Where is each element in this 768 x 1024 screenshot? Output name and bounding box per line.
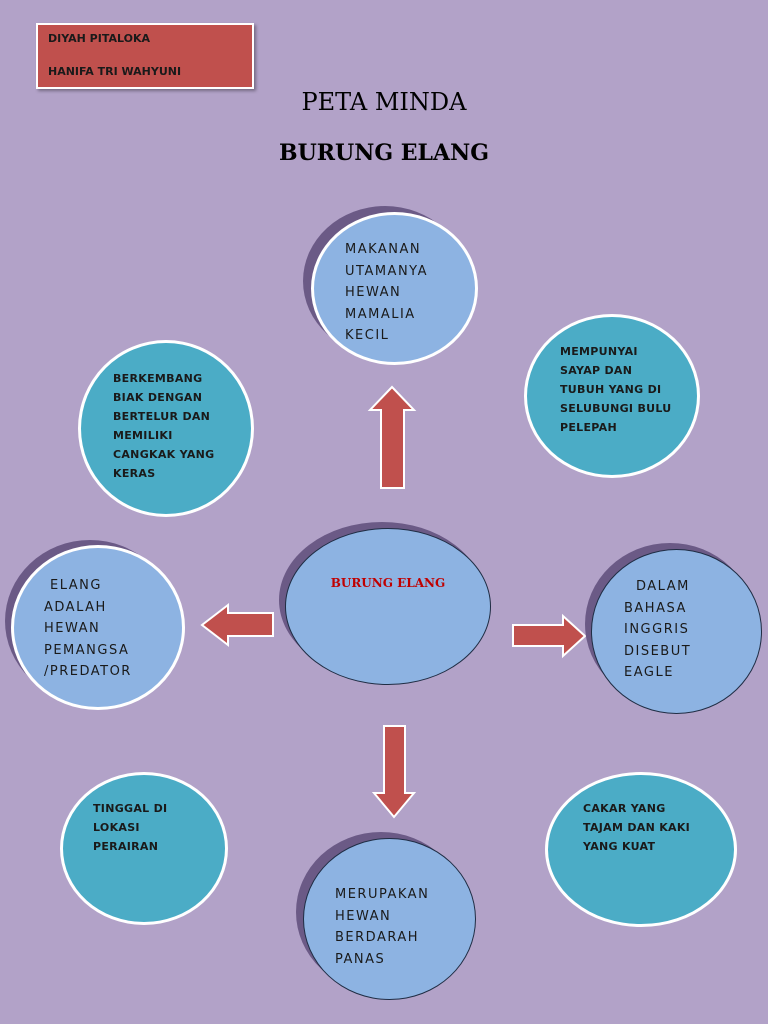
page-title: PETA MINDA [301,88,467,116]
arrow-up [367,385,417,489]
topic-title: BURUNG ELANG [278,140,489,166]
author-name-1: DIYAH PITALOKA [48,32,151,45]
node-upper-right [524,314,700,478]
node-lower-left [60,772,228,925]
arrow-right [512,613,587,659]
node-left [11,545,185,710]
arrow-down [371,725,417,819]
author-box: DIYAH PITALOKA HANIFA TRI WAHYUNI [36,23,254,89]
center-label: BURUNG ELANG [330,576,446,590]
arrow-left [200,602,274,648]
node-upper-left [78,340,254,517]
node-right [591,549,762,714]
node-lower-right [545,772,737,927]
author-name-2: HANIFA TRI WAHYUNI [48,65,182,78]
node-top [311,212,478,365]
node-bottom [303,838,476,1000]
node-center [285,528,491,685]
